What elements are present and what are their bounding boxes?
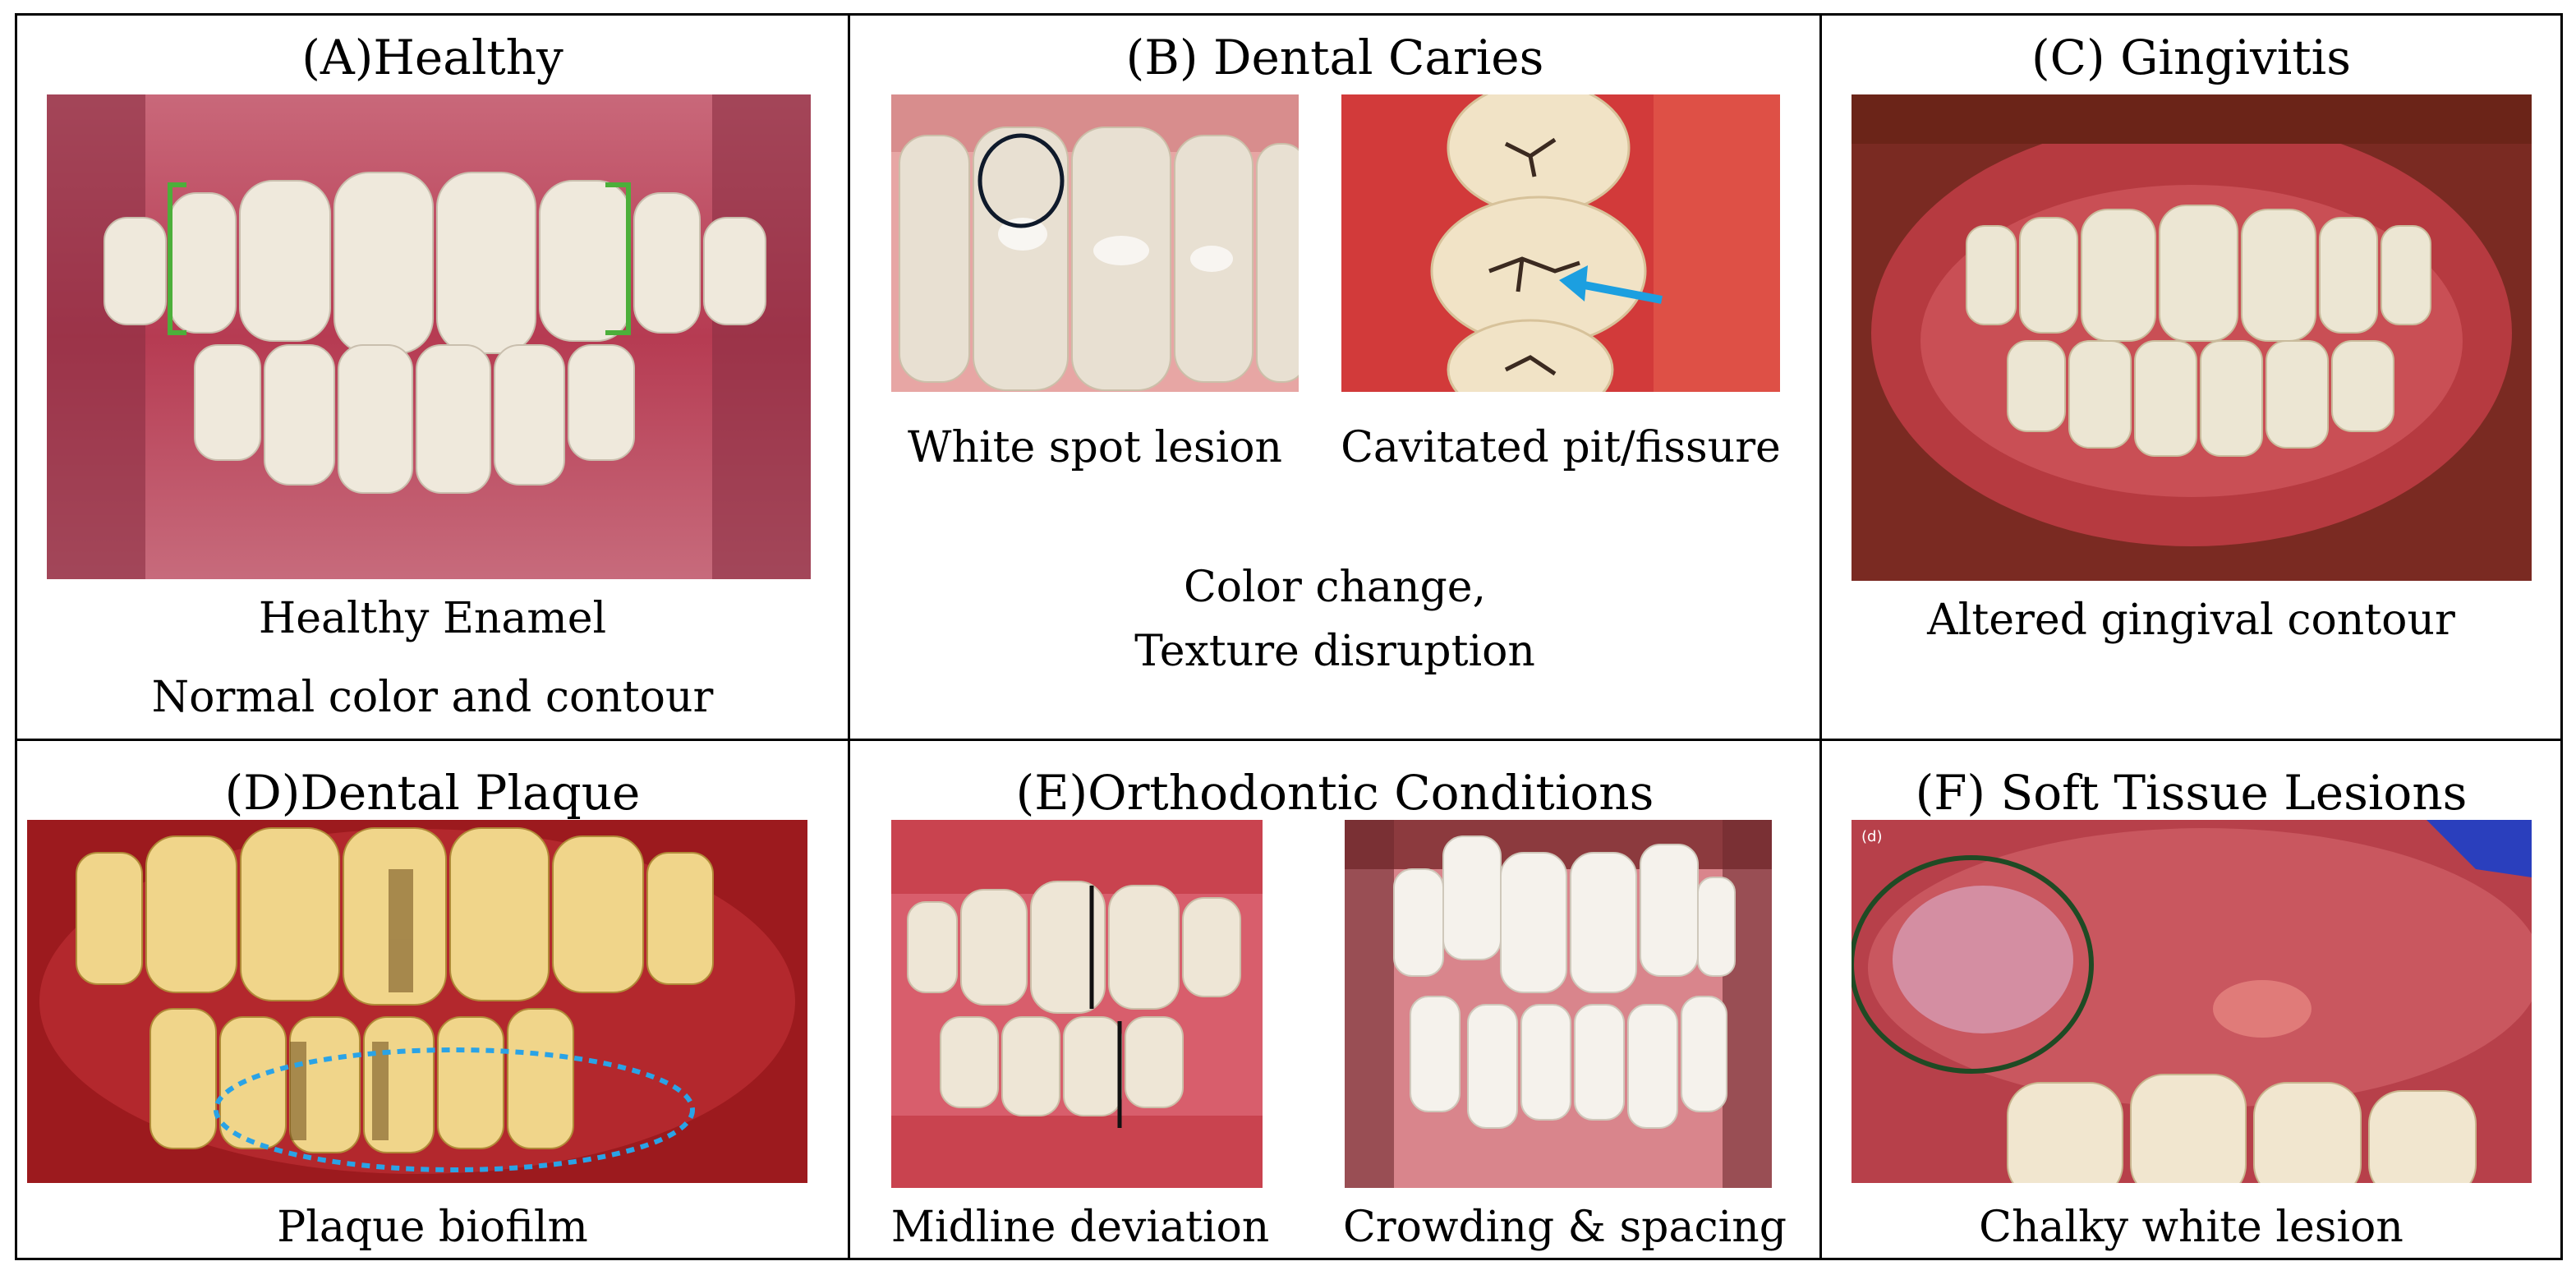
crowding-spacing-photo [1345,820,1772,1188]
caption-gingival-contour: Altered gingival contour [1927,596,2455,645]
midline-deviation-photo [891,820,1263,1188]
divider-vertical-1 [848,16,850,1258]
panel-title: (E)Orthodontic Conditions [1015,765,1654,821]
panel-dental-plaque: (D)Dental Plaque [17,741,848,1260]
photo-label: (d) [1861,828,1882,845]
panel-title: (D)Dental Plaque [224,765,641,821]
healthy-teeth-photo [47,94,811,579]
panel-gingivitis: (C) Gingivitis [1822,16,2560,739]
soft-tissue-lesion-photo: (d) [1852,820,2532,1183]
panel-dental-caries: (B) Dental Caries [850,16,1819,739]
plaque-photo [27,820,807,1183]
white-spot-photo [891,94,1299,392]
figure-grid: (A)Healthy [15,13,2563,1260]
panel-title: (F) Soft Tissue Lesions [1915,765,2468,821]
panel-soft-tissue: (F) Soft Tissue Lesions (d) Chalky white… [1822,741,2560,1260]
caption-cavitated: Cavitated pit/fissure [1341,423,1781,472]
cavitated-fissure-photo [1341,94,1780,392]
caption-crowding-spacing: Crowding & spacing [1342,1203,1787,1252]
panel-title: (C) Gingivitis [2031,30,2351,85]
note-color-change: Color change, [1183,563,1487,612]
caption-midline-deviation: Midline deviation [890,1203,1270,1252]
divider-vertical-2 [1819,16,1822,1258]
panel-title: (B) Dental Caries [1125,30,1544,85]
note-texture-disruption: Texture disruption [1134,627,1535,676]
panel-title: (A)Healthy [301,30,564,85]
gingivitis-photo [1852,94,2532,581]
panel-orthodontic: (E)Orthodontic Conditions [850,741,1819,1260]
divider-horizontal [17,739,2560,741]
caption-plaque-biofilm: Plaque biofilm [277,1203,588,1252]
caption-normal-color: Normal color and contour [151,673,714,722]
caption-healthy-enamel: Healthy Enamel [258,594,607,643]
panel-healthy: (A)Healthy [17,16,848,739]
caption-white-spot: White spot lesion [908,423,1282,472]
caption-chalky-white-lesion: Chalky white lesion [1979,1203,2404,1252]
